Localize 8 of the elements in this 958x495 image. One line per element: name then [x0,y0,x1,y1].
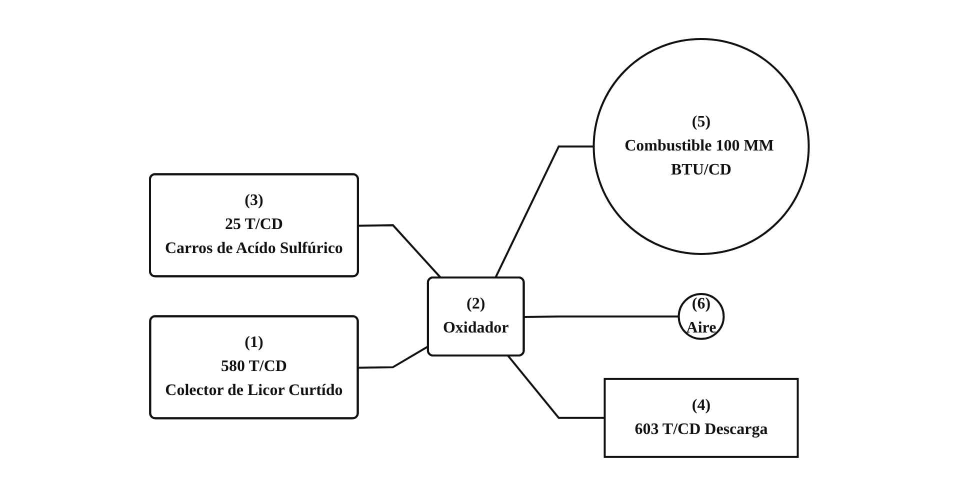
connector [358,344,429,368]
node-box: (4) 603 T/CD Descarga [603,377,798,458]
connector [494,145,594,278]
node-circle: (6) Aire [677,292,724,340]
connector [524,315,678,318]
connector [507,354,604,418]
node-circle: (5) Combustible 100 MM BTU/CD [592,38,810,255]
connector [358,224,442,278]
